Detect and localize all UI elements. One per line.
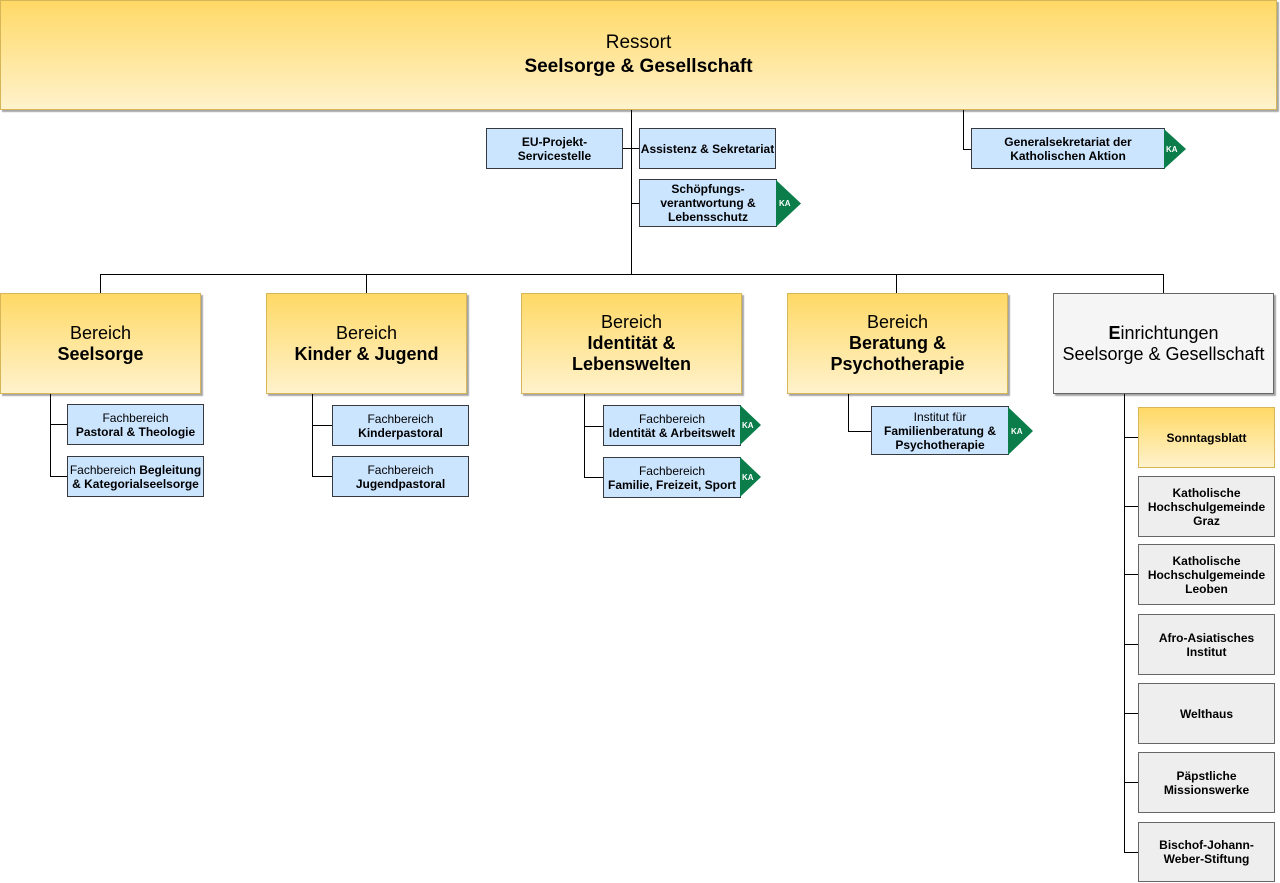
fachbereich-arbeitswelt-box: Fachbereich Identität & Arbeitswelt [603,405,741,446]
eu-projekt-box: EU-Projekt- Servicestelle [486,128,623,169]
ka-badge-text: KA [1011,427,1023,436]
khg-leoben-line3: Leoben [1185,581,1228,596]
fachbereich-begleitung-title2: & Kategorialseelsorge [72,476,199,491]
fachbereich-begleitung-title1: Begleitung [139,462,202,477]
fachbereich-familie-box: Fachbereich Familie, Freizeit, Sport [603,457,741,498]
stiftung-line1: Bischof-Johann- [1159,838,1254,852]
khg-graz-line3: Graz [1193,513,1220,528]
bereich-seelsorge-label: Bereich [69,322,132,343]
ka-badge-arbeitswelt: KA [740,405,761,445]
fachbereich-familie-label: Fachbereich [638,463,706,478]
ressort-label: Ressort [605,32,672,53]
fachbereich-begleitung-label: Fachbereich [69,462,140,477]
schoepfung-line2: verantwortung & [660,196,756,210]
ka-badge-institut: KA [1008,407,1033,455]
fachbereich-kinderpastoral-label: Fachbereich [367,411,434,426]
missionswerke-box: Päpstliche Missionswerke [1138,752,1275,813]
ka-badge-schoepfung: KA [776,180,801,227]
ka-badge-text: KA [742,421,754,430]
eu-line2: Servicestelle [517,148,592,163]
afro-line1: Afro-Asiatisches [1158,630,1255,645]
bereich-beratung-box: Bereich Beratung & Psychotherapie [787,293,1008,394]
einrichtungen-label: Einrichtungen [1108,323,1218,344]
einrichtungen-title: Seelsorge & Gesellschaft [1062,343,1265,364]
einrichtungen-label-rest: inrichtungen [1120,322,1219,343]
afro-line2: Institut [1186,644,1227,659]
fachbereich-kinderpastoral-title: Kinderpastoral [358,425,443,440]
bereich-seelsorge-box: Bereich Seelsorge [0,293,201,394]
bereich-kinder-box: Bereich Kinder & Jugend [266,293,467,394]
welthaus-label: Welthaus [1179,706,1234,721]
institut-title1: Familienberatung & [883,423,996,438]
weber-stiftung-box: Bischof-Johann- Weber-Stiftung [1138,822,1275,882]
einrichtungen-box: Einrichtungen Seelsorge & Gesellschaft [1053,293,1274,394]
fachbereich-pastoral-box: Fachbereich Pastoral & Theologie [67,404,204,445]
khg-graz-line2: Hochschulgemeinde [1147,499,1266,514]
welthaus-box: Welthaus [1138,683,1275,744]
missionswerke-line1: Päpstliche [1176,768,1237,783]
bereich-beratung-title2: Psychotherapie [830,354,965,374]
schoepfung-line1: Schöpfungs- [671,182,745,196]
fachbereich-kinderpastoral-box: Fachbereich Kinderpastoral [332,405,469,446]
generalsekretariat-box: Generalsekretariat der Katholischen Akti… [971,128,1165,169]
ka-badge-generalsekretariat: KA [1164,129,1186,169]
generalsekretariat-line1: Generalsekretariat der [1004,134,1132,149]
bereich-beratung-label: Bereich [866,312,929,332]
bereich-identitaet-title1: Identität & [587,333,676,353]
bereich-kinder-label: Bereich [335,322,398,343]
einrichtungen-initial: E [1108,322,1121,343]
bereich-kinder-title: Kinder & Jugend [294,343,439,364]
sonntagsblatt-label: Sonntagsblatt [1166,430,1247,445]
fachbereich-jugendpastoral-label: Fachbereich [367,462,434,477]
assistenz-label: Assistenz & Sekretariat [640,141,775,156]
generalsekretariat-line2: Katholischen Aktion [1010,148,1126,163]
fachbereich-arbeitswelt-title: Identität & Arbeitswelt [608,425,736,440]
khg-graz-line1: Katholische [1172,485,1241,500]
fachbereich-pastoral-title: Pastoral & Theologie [75,424,196,439]
fachbereich-begleitung-line1: Fachbereich Begleitung [70,463,201,477]
schoepfung-box: Schöpfungs- verantwortung & Lebensschutz [639,179,777,227]
eu-line1: EU-Projekt- [521,134,588,149]
khg-leoben-line2: Hochschulgemeinde [1147,567,1266,582]
institut-label: Institut für [913,409,967,424]
khg-leoben-line1: Katholische [1172,553,1241,568]
bereich-seelsorge-title: Seelsorge [57,343,144,364]
khg-graz-box: Katholische Hochschulgemeinde Graz [1138,476,1275,537]
institut-title2: Psychotherapie [895,437,985,452]
khg-leoben-box: Katholische Hochschulgemeinde Leoben [1138,544,1275,605]
assistenz-box: Assistenz & Sekretariat [639,128,776,169]
ka-badge-text: KA [742,473,754,482]
bereich-beratung-title1: Beratung & [848,333,946,353]
fachbereich-pastoral-label: Fachbereich [102,410,169,425]
fachbereich-familie-title: Familie, Freizeit, Sport [607,477,737,492]
sonntagsblatt-box: Sonntagsblatt [1138,407,1275,468]
ressort-title: Seelsorge & Gesellschaft [524,56,753,77]
missionswerke-line2: Missionswerke [1163,782,1250,797]
fachbereich-jugendpastoral-title: Jugendpastoral [355,476,446,491]
ka-badge-familie: KA [740,457,761,497]
schoepfung-line3: Lebensschutz [667,210,748,224]
bereich-identitaet-label: Bereich [600,312,663,332]
bereich-identitaet-box: Bereich Identität & Lebenswelten [521,293,742,394]
stiftung-line2: Weber-Stiftung [1163,852,1250,866]
fachbereich-jugendpastoral-box: Fachbereich Jugendpastoral [332,456,469,497]
ka-badge-text: KA [779,199,791,208]
bereich-identitaet-title2: Lebenswelten [571,354,692,374]
ka-badge-text: KA [1166,145,1178,154]
afro-asiatisches-institut-box: Afro-Asiatisches Institut [1138,614,1275,675]
fachbereich-begleitung-box: Fachbereich Begleitung & Kategorialseels… [67,456,204,497]
fachbereich-arbeitswelt-label: Fachbereich [638,411,706,426]
institut-familienberatung-box: Institut für Familienberatung & Psychoth… [871,406,1009,455]
ressort-box: Ressort Seelsorge & Gesellschaft [0,0,1277,110]
